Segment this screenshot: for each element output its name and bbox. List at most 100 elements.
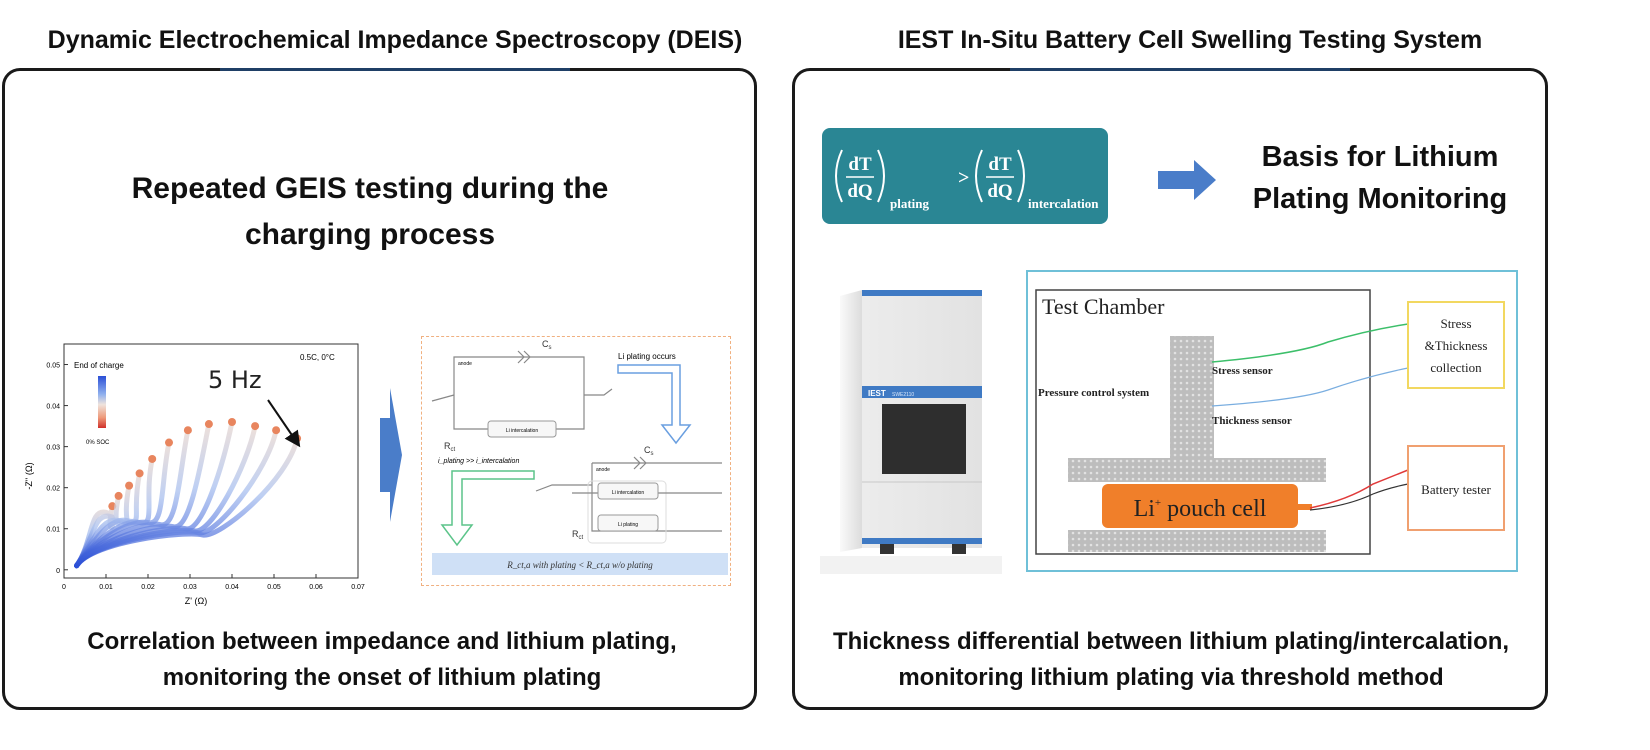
cs-label-top: Cs [542, 339, 552, 351]
pouch-cell-label: Li+ pouch cell [1134, 496, 1267, 522]
numerator-left: dT [848, 154, 872, 175]
spectrum-endpoint [183, 426, 192, 435]
collection-box [1407, 301, 1505, 389]
nyquist-chart: 0 0.01 0.02 0.03 0.04 0.05 0.06 0.07 0 0.01 0.02 0.… [24, 343, 365, 606]
left-heading-line1: Repeated GEIS testing during the [131, 172, 609, 205]
chamber-title: Test Chamber [1042, 294, 1165, 319]
denominator-right: dQ [987, 181, 1012, 202]
x-tick-label: 0.07 [351, 584, 365, 591]
subscript-intercalation: intercalation [1028, 196, 1099, 211]
machine-model: SWE2110 [892, 392, 914, 398]
rct-label-bottom: Rct [572, 529, 584, 541]
li-intercalation-label-bottom: Li intercalation [612, 490, 644, 496]
stress-sensor-label: Stress sensor [1212, 365, 1273, 377]
greater-than-operator: > [958, 167, 969, 189]
spectrum-endpoint [135, 469, 144, 478]
thickness-sensor-label: Thickness sensor [1212, 415, 1292, 427]
circuit-diagram: Cs anode Li intercalation Rct Li plating… [421, 336, 731, 586]
x-tick-label: 0.01 [99, 584, 113, 591]
annotation-arrow [267, 399, 301, 448]
subscript-plating: plating [890, 196, 930, 211]
left-caption-line2: monitoring the onset of lithium plating [162, 664, 602, 691]
li-plating-occurs-label: Li plating occurs [618, 352, 676, 361]
x-tick-label: 0.05 [267, 584, 281, 591]
basis-line2: Plating Monitoring [1252, 183, 1508, 215]
machine-base-stripe [862, 538, 982, 544]
spectrum-endpoint [125, 481, 134, 490]
rct-comparison-banner [432, 553, 728, 575]
thickness-wire [1211, 367, 1409, 407]
left-caption-line1: Correlation between impedance and lithiu… [87, 628, 677, 655]
current-relation-label: i_plating >> i_intercalation [438, 458, 519, 465]
machine-brand: IEST [868, 389, 886, 398]
legend-title: End of charge [74, 361, 124, 370]
collection-line2: &Thickness [1425, 338, 1488, 353]
right-panel-accent [1010, 68, 1350, 71]
spectrum-endpoint [114, 491, 123, 500]
spectrum-endpoint [228, 418, 236, 426]
circuit-plating [535, 456, 722, 544]
basis-heading: Basis for Lithium Plating Monitoring [1230, 136, 1530, 220]
pressure-control-label: Pressure control system [1038, 387, 1149, 399]
x-tick-label: 0.06 [309, 584, 323, 591]
li-intercalation-label-top: Li intercalation [506, 428, 538, 434]
battery-tester-label: Battery tester [1421, 482, 1491, 497]
impedance-spectrum [74, 435, 300, 569]
x-tick-label: 0.03 [183, 584, 197, 591]
dtdq-formula: dT dQ plating > dT dQ intercalation [822, 128, 1108, 224]
condition-label: 0.5C, 0°C [300, 353, 335, 362]
frequency-annotation: 5 Hz [208, 366, 262, 394]
right-caption-line2: monitoring lithium plating via threshold… [898, 664, 1444, 691]
left-section-title: Dynamic Electrochemical Impedance Spectr… [47, 26, 743, 54]
y-tick-label: 0.03 [46, 445, 60, 452]
positive-wire [1309, 469, 1409, 509]
spectrum-endpoint [165, 438, 173, 447]
x-tick-label: 0 [62, 584, 66, 591]
negative-wire [1309, 483, 1409, 511]
plating-arrow-icon [617, 364, 692, 445]
right-section-title: IEST In-Situ Battery Cell Swelling Testi… [897, 26, 1483, 54]
spectrum-endpoint [148, 454, 157, 463]
rct-comparison-text: R_ct,a with plating < R_ct,a w/o plating [506, 560, 653, 570]
y-tick-label: 0.02 [46, 486, 60, 493]
test-chamber-schematic: Test Chamber Li+ pouch cell Pressure con… [1026, 270, 1518, 572]
basis-line1: Basis for Lithium [1261, 141, 1499, 173]
swelling-tester-machine: IEST SWE2110 [820, 290, 1002, 574]
li-plating-label: Li plating [618, 522, 638, 528]
battery-tester-box [1407, 445, 1505, 531]
right-caption: Thickness differential between lithium p… [796, 624, 1546, 696]
pouch-cell [1102, 484, 1298, 528]
right-arrow-icon [380, 388, 402, 522]
legend-bottom-label: 0% SOC [86, 440, 110, 446]
x-tick-label: 0.04 [225, 584, 239, 591]
left-heading: Repeated GEIS testing during the chargin… [40, 166, 700, 258]
x-axis-label: Z' (Ω) [185, 596, 207, 606]
colorbar [98, 376, 106, 428]
spectrum-endpoint [272, 426, 281, 435]
machine-brand-stripe [862, 386, 982, 398]
x-tick-label: 0.02 [141, 584, 155, 591]
circuit-intercalation [431, 350, 613, 438]
y-tick-label: 0 [56, 568, 60, 575]
y-tick-label: 0.01 [46, 527, 60, 534]
collection-line1: Stress [1440, 316, 1471, 331]
spectrum-endpoint [251, 422, 260, 431]
pressure-rod [1170, 336, 1214, 458]
stress-wire [1211, 323, 1409, 363]
cs-label-bottom: Cs [644, 445, 654, 457]
anode-label-bottom: anode [596, 467, 610, 473]
left-caption: Correlation between impedance and lithiu… [12, 624, 752, 696]
y-tick-label: 0.05 [46, 363, 60, 370]
chamber-frame [1035, 289, 1371, 555]
machine-top-stripe [862, 290, 982, 296]
y-axis-label: -Z'' (Ω) [24, 462, 34, 489]
y-tick-label: 0.04 [46, 404, 60, 411]
green-down-arrow-icon [440, 470, 535, 547]
right-arrow-icon [1158, 160, 1216, 200]
right-caption-line1: Thickness differential between lithium p… [832, 628, 1510, 655]
spectrum-endpoint [204, 420, 213, 429]
denominator-left: dQ [847, 181, 872, 202]
lower-plate [1068, 530, 1326, 552]
collection-line3: collection [1430, 360, 1482, 375]
left-panel-accent [220, 68, 570, 71]
